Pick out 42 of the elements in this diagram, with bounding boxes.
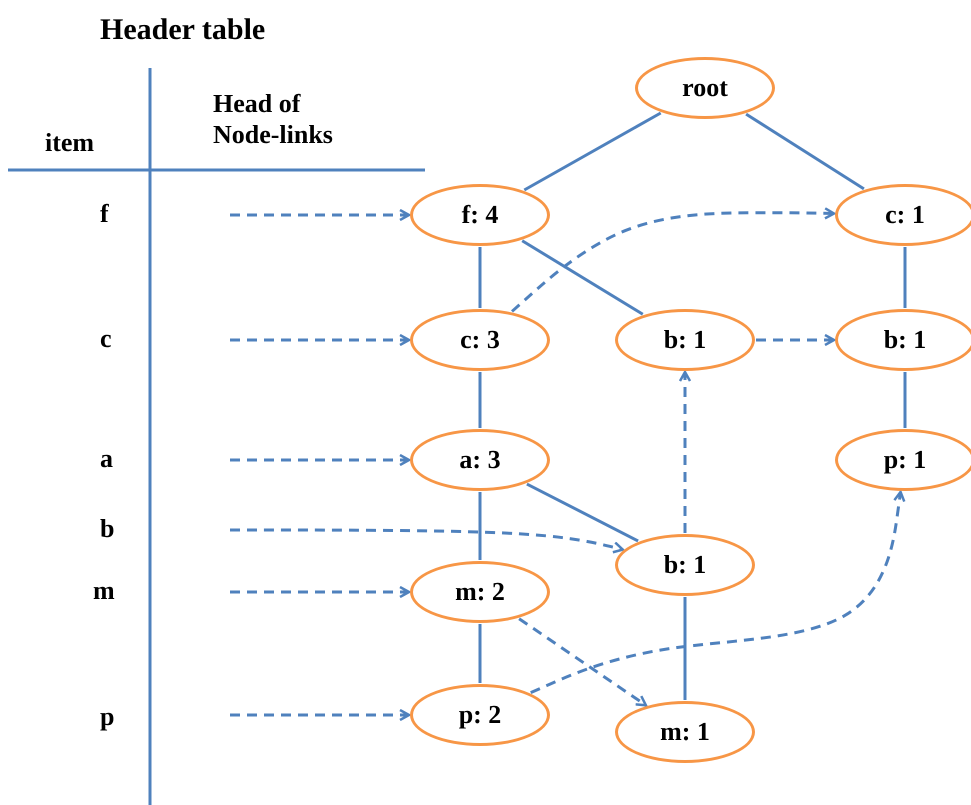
node-label: c: 3 xyxy=(460,325,500,355)
item-label: p xyxy=(100,701,116,732)
node-link-arrow xyxy=(678,370,692,533)
item-label: a xyxy=(100,443,114,474)
item-label: c xyxy=(100,323,113,354)
node-link-arrow xyxy=(230,708,410,722)
table-heading: Header table xyxy=(100,12,266,48)
tree-edge xyxy=(904,247,906,308)
tree-edge xyxy=(478,247,482,308)
node-label: m: 1 xyxy=(660,717,710,747)
node-label: p: 1 xyxy=(884,445,926,475)
tree-edge xyxy=(684,597,686,700)
node-label: c: 1 xyxy=(885,200,925,230)
tree-edge xyxy=(478,624,482,683)
tree-edge xyxy=(521,239,644,316)
item-label: f xyxy=(100,198,110,230)
node-label: a: 3 xyxy=(459,445,501,475)
tree-edge xyxy=(524,112,662,192)
item-label: m xyxy=(93,575,116,606)
node-link-arrow xyxy=(230,528,624,554)
tree-edge xyxy=(904,372,906,428)
column-header: item xyxy=(45,127,96,158)
node-link-arrow xyxy=(756,334,836,346)
node-label: b: 1 xyxy=(664,550,706,580)
node-label: b: 1 xyxy=(664,325,706,355)
item-label: b xyxy=(100,513,116,544)
node-label: f: 4 xyxy=(462,200,498,230)
tree-edge xyxy=(478,492,482,560)
tree-edge xyxy=(478,372,482,428)
column-header: Head of Node-links xyxy=(213,88,334,150)
tree-edge xyxy=(526,482,639,542)
node-link-arrow xyxy=(230,586,410,598)
node-link-arrow xyxy=(230,208,410,222)
node-link-arrow xyxy=(230,454,410,466)
node-label: root xyxy=(682,73,728,103)
node-link-arrow xyxy=(530,490,906,694)
node-link-arrow xyxy=(230,334,410,346)
tree-edge xyxy=(745,112,865,190)
node-label: m: 2 xyxy=(455,577,505,607)
node-link-arrow xyxy=(518,617,648,707)
node-label: b: 1 xyxy=(884,325,926,355)
node-label: p: 2 xyxy=(458,700,502,730)
